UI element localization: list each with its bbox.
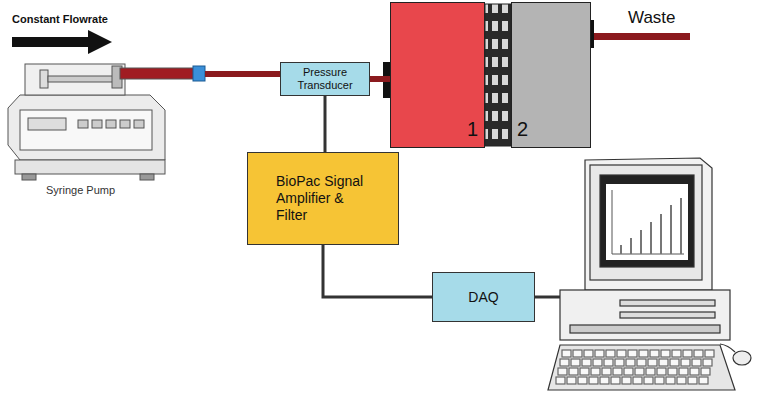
amplifier-box: BioPac Signal Amplifier & Filter [247, 152, 399, 245]
key [670, 359, 679, 366]
key [639, 350, 648, 357]
key [661, 350, 670, 357]
chamber-1: 1 [390, 2, 485, 148]
syringe-pump [8, 64, 165, 180]
key [668, 368, 677, 375]
node-text: 2 [517, 117, 528, 141]
key [703, 359, 712, 366]
key [584, 350, 593, 357]
key [622, 377, 631, 384]
daq-box: DAQ [432, 272, 535, 322]
node-text: Pressure Transducer [284, 66, 366, 92]
key [613, 368, 622, 375]
key [681, 359, 690, 366]
node-text: DAQ [468, 289, 498, 306]
cable [535, 296, 562, 299]
key [556, 377, 565, 384]
key [701, 368, 710, 375]
key [602, 368, 611, 375]
key [648, 359, 657, 366]
key [646, 368, 655, 375]
label: Syringe Pump [46, 184, 115, 196]
key [679, 368, 688, 375]
key [688, 377, 697, 384]
key [569, 368, 578, 375]
key [582, 359, 591, 366]
key [600, 377, 609, 384]
node-text: 1 [467, 117, 478, 141]
membrane [485, 4, 511, 146]
tube-connector [370, 76, 390, 82]
flow-arrow [12, 30, 112, 54]
waste-tube [594, 33, 690, 40]
key [633, 377, 642, 384]
signal-wire [323, 245, 432, 297]
key [683, 350, 692, 357]
tube [205, 71, 281, 77]
key [635, 368, 644, 375]
key [666, 377, 675, 384]
key [637, 359, 646, 366]
key [562, 350, 571, 357]
luer-connector [193, 66, 205, 81]
key [690, 368, 699, 375]
computer [548, 158, 751, 390]
key [624, 368, 633, 375]
key [655, 377, 664, 384]
key [626, 359, 635, 366]
key [595, 350, 604, 357]
key [677, 377, 686, 384]
transducer-box: Pressure Transducer [280, 62, 370, 96]
key [589, 377, 598, 384]
key [659, 359, 668, 366]
label: Constant Flowrate [12, 13, 108, 25]
chamber-2: 2 [511, 2, 591, 148]
key [650, 350, 659, 357]
key [705, 350, 714, 357]
key [615, 359, 624, 366]
key [672, 350, 681, 357]
key [617, 350, 626, 357]
key [644, 377, 653, 384]
key [657, 368, 666, 375]
key [692, 359, 701, 366]
key [606, 350, 615, 357]
key [573, 350, 582, 357]
syringe-barrel [120, 68, 195, 79]
key [567, 377, 576, 384]
key [604, 359, 613, 366]
key [694, 350, 703, 357]
key [611, 377, 620, 384]
key [578, 377, 587, 384]
key [699, 377, 708, 384]
key [628, 350, 637, 357]
key [558, 368, 567, 375]
key [560, 359, 569, 366]
key [580, 368, 589, 375]
label: Waste [628, 8, 676, 28]
node-text: BioPac Signal Amplifier & Filter [276, 173, 378, 223]
key [571, 359, 580, 366]
key [591, 368, 600, 375]
key [593, 359, 602, 366]
signal-wire [324, 96, 327, 152]
